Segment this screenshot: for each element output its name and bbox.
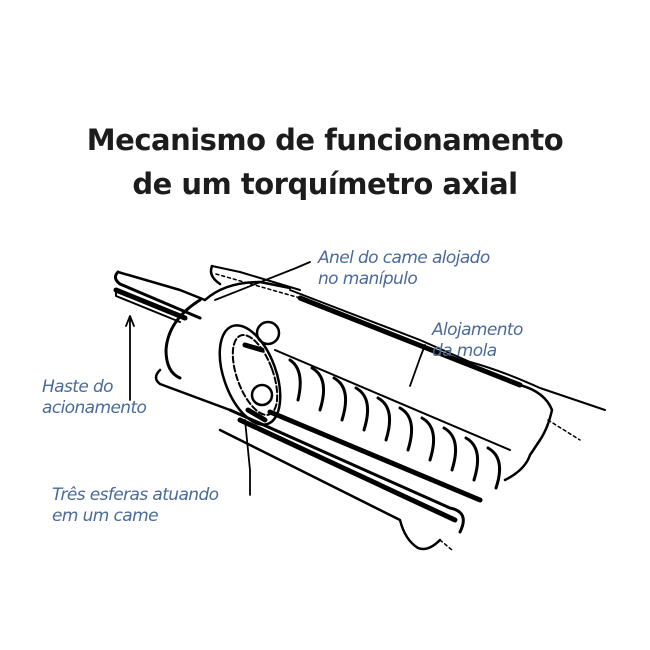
- label-cam-ring: Anel do came alojado no manípulo: [318, 248, 490, 290]
- label-spring-housing-line-2: da mola: [432, 341, 497, 361]
- rod-leader-arrow: [125, 315, 135, 327]
- label-actuating-rod: Haste do acionamento: [42, 377, 147, 419]
- cam-ring-and-balls: [218, 320, 282, 426]
- leader-lines: [125, 261, 426, 496]
- label-spring-housing: Alojamento da mola: [432, 320, 523, 362]
- balls-leader-line: [244, 419, 251, 496]
- cam-ring-leader-line: [214, 261, 311, 301]
- label-cam-ring-line-2: no manípulo: [318, 269, 418, 289]
- title-line-2: de um torquímetro axial: [132, 167, 518, 201]
- diagram-title: Mecanismo de funcionamento de um torquím…: [0, 118, 650, 206]
- spring-housing-tube: [218, 289, 606, 551]
- housing-leader-line: [409, 344, 426, 387]
- label-three-balls: Três esferas atuando em um came: [52, 485, 219, 527]
- label-spring-housing-line-1: Alojamento: [432, 320, 523, 340]
- label-cam-ring-line-1: Anel do came alojado: [318, 248, 490, 268]
- label-three-balls-line-2: em um came: [52, 506, 159, 526]
- spring-coils: [267, 349, 511, 503]
- title-line-1: Mecanismo de funcionamento: [86, 123, 564, 157]
- label-actuating-rod-line-1: Haste do: [42, 377, 114, 397]
- actuating-rod: [113, 270, 207, 323]
- label-actuating-rod-line-2: acionamento: [42, 398, 147, 418]
- label-three-balls-line-1: Três esferas atuando: [52, 485, 219, 505]
